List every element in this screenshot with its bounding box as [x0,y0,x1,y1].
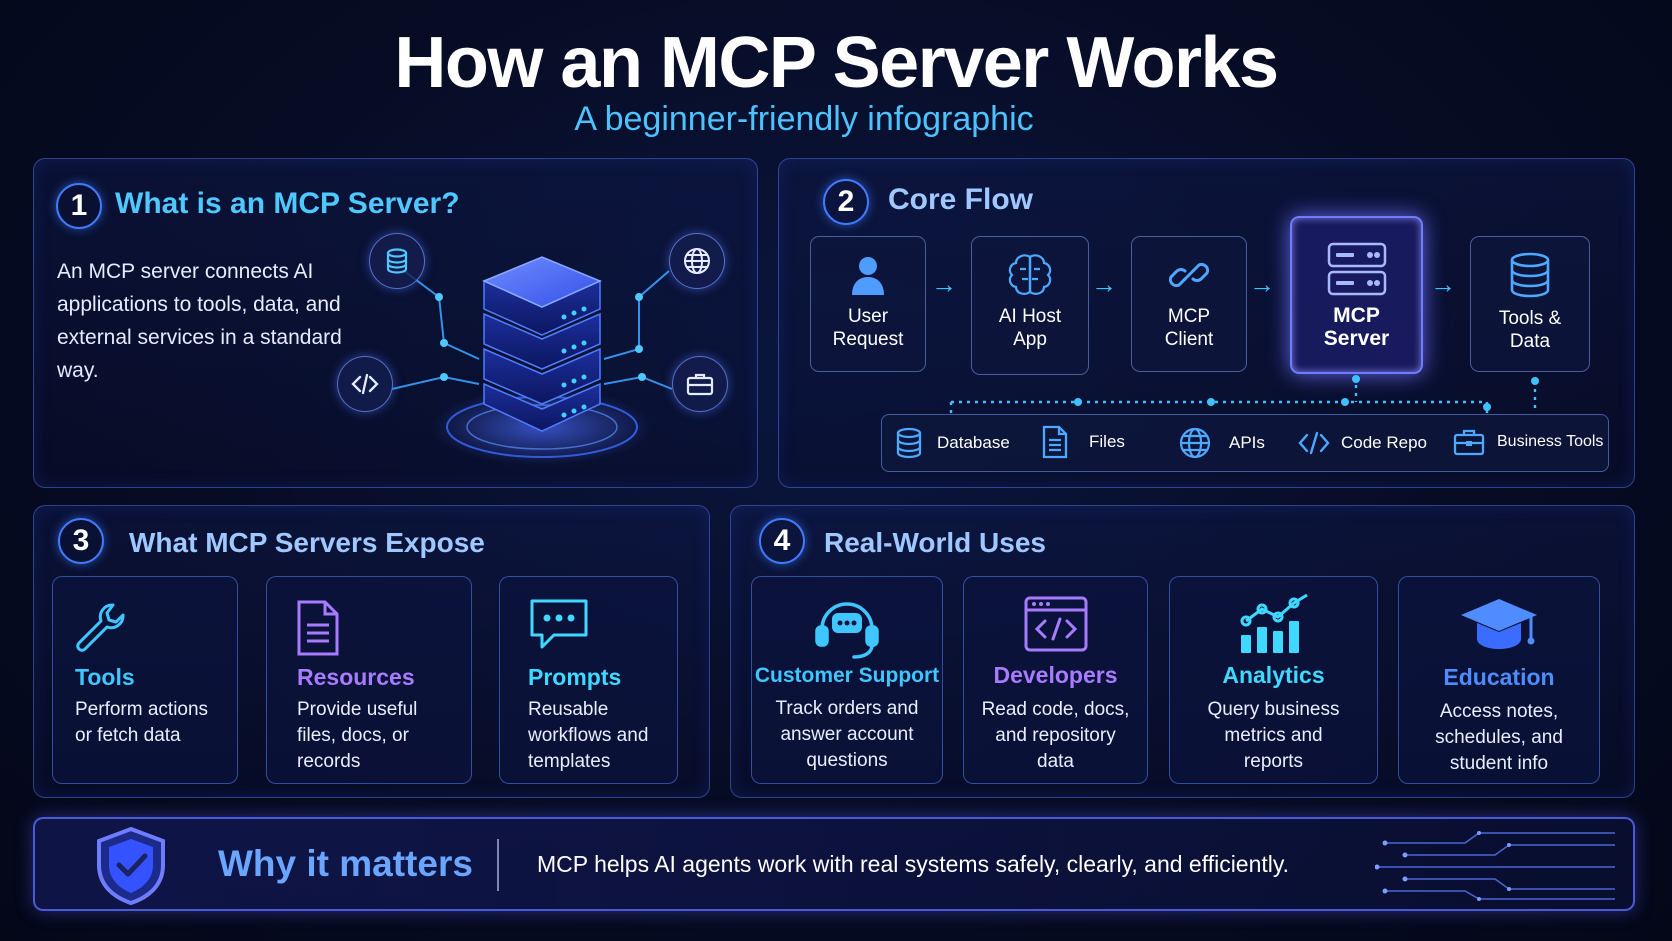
resource-label: Code Repo [1341,433,1428,452]
flow-arrow: → [1430,269,1456,299]
resource-business-tools: Business Tools [1453,427,1603,457]
resource-label: Database [937,433,1010,452]
briefcase-icon [1453,429,1485,456]
user-icon [852,257,884,295]
globe-icon [1179,427,1211,459]
page-subtitle: A beginner-friendly infographic [574,100,1034,138]
expose-card-tools: Tools Perform actions or fetch data [52,576,238,784]
chat-icon [530,599,588,649]
document-icon [297,600,339,656]
expose-card-title: Prompts [528,664,622,690]
flow-node-ai-host-app: AI Host App [971,236,1089,375]
expose-card-text: Reusable workflows and templates [528,699,649,772]
resource-code-repo: Code Repo [1297,429,1427,457]
mcp-server-illustration [391,256,673,465]
flow-arrow: → [1249,269,1275,299]
footer-why-it-matters: Why it matters MCP helps AI agents work … [33,817,1635,911]
use-card-developers: Developers Read code, docs, and reposito… [963,576,1148,784]
section-title: Core Flow [888,183,1034,216]
footer-title: Why it matters [218,843,473,884]
expose-card-title: Tools [75,664,135,690]
section-title: What is an MCP Server? [115,187,460,220]
section-what-mcp-exposes: 3 What MCP Servers Expose Tools Perform … [33,505,710,798]
flow-node-mcp-server: MCP Server [1290,216,1423,374]
server-icon [1327,242,1386,296]
use-card-title: Analytics [1222,662,1325,688]
resource-database: Database [895,427,1010,459]
headset-icon [815,602,879,659]
section-real-world-uses: 4 Real-World Uses Customer Support Track… [730,505,1635,798]
section-what-is-mcp: 1 What is an MCP Server? An MCP server c… [33,158,758,488]
use-card-text: Track orders and answer account question… [775,698,919,771]
circuit-lines-decoration [1375,831,1615,901]
use-card-text: Access notes, schedules, and student inf… [1435,701,1563,774]
flow-node-mcp-client: MCP Client [1131,236,1247,372]
resource-label: Business Tools [1497,433,1604,450]
flow-arrow: → [931,269,957,299]
expose-card-resources: Resources Provide useful files, docs, or… [266,576,472,784]
use-card-analytics: Analytics Query business metrics and rep… [1169,576,1378,784]
section-title: What MCP Servers Expose [129,527,485,558]
section-number: 2 [823,179,869,225]
footer-divider [497,839,499,891]
database-icon [896,427,922,459]
use-card-title: Education [1443,664,1555,690]
flow-node-tools-data: Tools & Data [1470,236,1590,372]
section-number: 1 [56,183,102,229]
globe-icon [669,233,725,289]
use-card-title: Customer Support [754,664,940,687]
flow-node-label: MCP Client [1164,306,1214,350]
flow-node-user-request: User Request [810,236,926,372]
brain-icon [1008,254,1052,295]
use-card-title: Developers [993,662,1118,688]
expose-card-prompts: Prompts Reusable workflows and templates [499,576,678,784]
database-icon [1510,252,1550,298]
section-description: An MCP server connects AI applications t… [57,260,342,382]
expose-card-text: Perform actions or fetch data [75,699,209,746]
flow-node-label: AI Host App [998,306,1062,350]
file-icon [1042,425,1068,459]
resource-label: APIs [1229,433,1265,452]
resource-bar [881,414,1609,472]
section-number: 3 [58,518,104,564]
link-icon [1168,262,1210,288]
use-card-education: Education Access notes, schedules, and s… [1398,576,1600,784]
chart-icon [1240,593,1308,653]
page-title: How an MCP Server Works [394,23,1279,103]
database-icon [369,233,425,289]
graduation-cap-icon [1461,599,1537,649]
wrench-icon [76,603,125,652]
expose-card-text: Provide useful files, docs, or records [297,699,418,772]
briefcase-icon [672,356,728,412]
flow-connectors [949,375,1539,413]
section-title: Real-World Uses [824,527,1046,558]
code-icon [1298,431,1330,455]
resource-files: Files [1041,425,1125,459]
shield-check-icon [97,826,165,906]
use-card-text: Read code, docs, and repository data [981,699,1130,772]
flow-arrow: → [1091,269,1117,299]
resource-apis: APIs [1179,427,1265,459]
use-card-text: Query business metrics and reports [1207,699,1340,772]
code-icon [337,356,393,412]
section-core-flow: 2 Core Flow User Request → AI Host App →… [778,158,1635,488]
code-window-icon [1024,596,1087,652]
expose-card-title: Resources [297,664,415,690]
flow-node-label: Tools & Data [1498,308,1562,352]
use-card-customer-support: Customer Support Track orders and answer… [751,576,943,784]
flow-node-label: User Request [832,306,904,350]
flow-node-label: MCP Server [1323,304,1390,350]
footer-text: MCP helps AI agents work with real syste… [537,851,1290,877]
section-number: 4 [759,518,805,564]
resource-label: Files [1089,432,1125,451]
